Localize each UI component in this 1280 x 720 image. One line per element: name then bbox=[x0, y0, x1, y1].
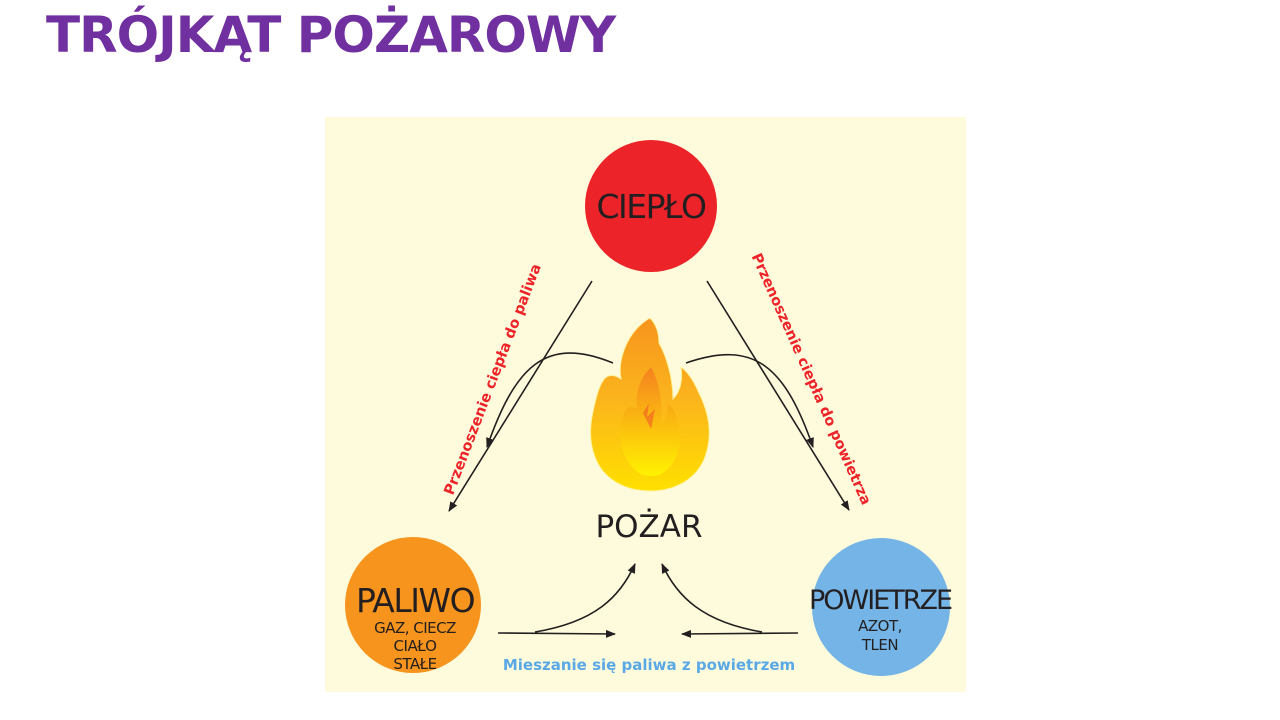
arrow-heat-to-fuel bbox=[448, 280, 593, 512]
curve-arrow-flame-to-fuel bbox=[486, 352, 614, 448]
air-node bbox=[812, 538, 950, 676]
arrow-air-to-mix bbox=[681, 629, 799, 638]
arrow-fuel-to-mix bbox=[497, 629, 616, 638]
fuel-node-sub-3: STAŁE bbox=[393, 655, 436, 673]
edge-label-heat-to-fuel: Przenoszenie ciepła do paliwa bbox=[442, 262, 545, 497]
arrow-heat-to-air bbox=[706, 280, 850, 511]
edge-label-mixing: Mieszanie się paliwa z powietrzem bbox=[503, 656, 795, 674]
fuel-node bbox=[345, 537, 481, 673]
air-node-label: POWIETRZE bbox=[809, 585, 952, 616]
diagram-canvas: CIEPŁO PALIWO GAZ, CIECZ CIAŁO STAŁE POW… bbox=[345, 140, 954, 676]
air-node-sub-1: AZOT, bbox=[858, 617, 902, 635]
air-node-sub-2: TLEN bbox=[861, 636, 898, 654]
fuel-node-label: PALIWO bbox=[356, 581, 475, 620]
curve-arrow-flame-to-air bbox=[685, 354, 814, 448]
heat-node-label: CIEPŁO bbox=[596, 187, 706, 226]
edge-label-heat-to-air: Przenoszenie ciepła do powietrza bbox=[748, 251, 874, 508]
slide-title: TRÓJKĄT POŻAROWY bbox=[46, 6, 616, 64]
flame-icon bbox=[590, 317, 710, 492]
heat-node bbox=[585, 140, 717, 272]
fire-center-label: POŻAR bbox=[595, 509, 702, 545]
curve-arrow-mix-to-fire-right bbox=[661, 563, 763, 633]
fuel-node-sub-1: GAZ, CIECZ bbox=[374, 619, 456, 637]
curve-arrow-mix-to-fire-left bbox=[534, 563, 636, 633]
fire-triangle-diagram: CIEPŁO PALIWO GAZ, CIECZ CIAŁO STAŁE POW… bbox=[325, 117, 966, 692]
fuel-node-sub-2: CIAŁO bbox=[394, 637, 437, 655]
